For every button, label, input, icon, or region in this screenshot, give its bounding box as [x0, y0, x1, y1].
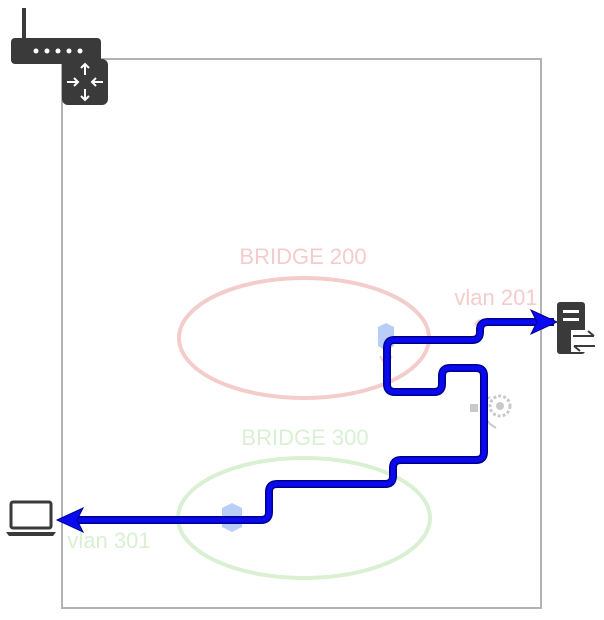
server-icon[interactable]	[557, 302, 597, 354]
switch-icon[interactable]	[62, 59, 108, 105]
vlan-201-stub	[473, 318, 482, 327]
vlan-201-label: vlan 201	[454, 285, 537, 310]
router-icon[interactable]	[11, 8, 101, 64]
bridge-200-label: BRIDGE 200	[239, 244, 366, 269]
bridge-300-label: BRIDGE 300	[241, 425, 368, 450]
vlan-301-label: vlan 301	[67, 528, 150, 553]
traffic-path-outline	[70, 318, 554, 524]
service-gear-icon[interactable]	[470, 394, 512, 429]
laptop-icon[interactable]	[6, 500, 56, 536]
arrow-to-laptop-icon	[55, 506, 85, 534]
traffic-path	[70, 319, 554, 523]
arrow-to-server-icon	[529, 308, 559, 336]
host-container	[61, 58, 542, 609]
